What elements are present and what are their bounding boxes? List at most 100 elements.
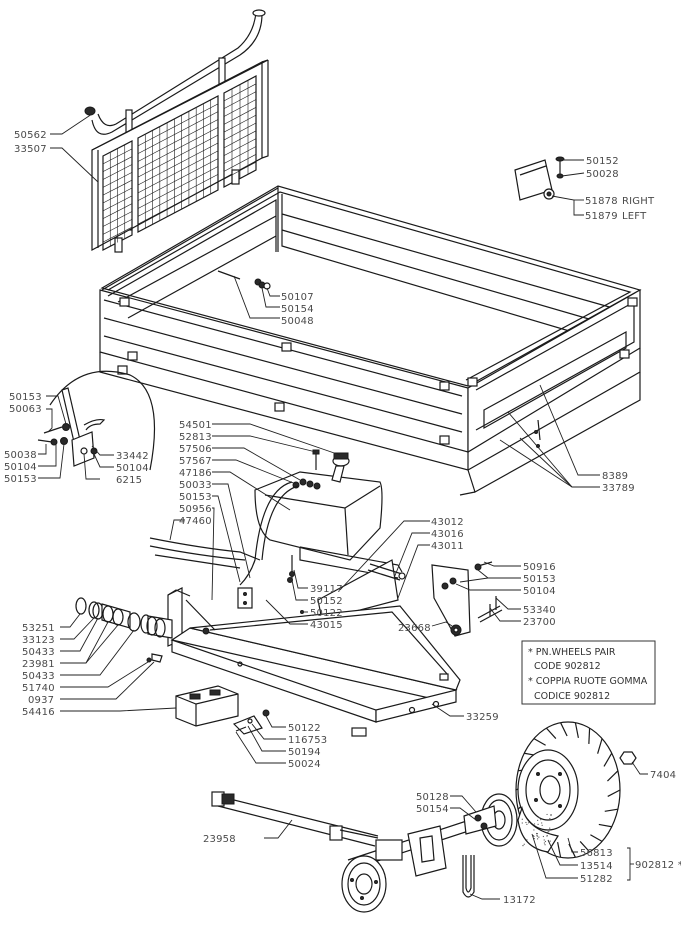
- part-label-side: LEFT: [622, 211, 647, 222]
- wheel: [516, 722, 636, 858]
- tube-speckle: [526, 824, 527, 825]
- part-label: 23958: [203, 834, 236, 845]
- part-label: 50433: [22, 671, 55, 682]
- tube-speckle: [542, 825, 543, 826]
- tube-speckle: [550, 814, 551, 815]
- part-label: 51282: [580, 874, 613, 885]
- pto-seals: [76, 598, 172, 662]
- part-label: 33507: [14, 144, 47, 155]
- tube-speckle: [524, 844, 525, 845]
- part-label: 6215: [116, 475, 142, 486]
- part-label: 56813: [580, 848, 613, 859]
- part-label: 51740: [22, 683, 55, 694]
- note-line-4: CODICE 902812: [534, 691, 610, 702]
- tube-speckle: [539, 817, 540, 818]
- part-label: 33442: [116, 451, 149, 462]
- tube-speckle: [544, 842, 545, 843]
- part-label: 902812 *: [635, 860, 681, 871]
- tube-speckle: [537, 838, 538, 839]
- tube-speckle: [537, 820, 538, 821]
- part-label: 50153: [179, 492, 212, 503]
- part-label: 50104: [4, 462, 37, 473]
- knob-icon: [85, 107, 95, 115]
- body-cleat: [275, 403, 284, 411]
- part-label: 39117: [310, 584, 343, 595]
- part-label: 50122: [310, 608, 343, 619]
- tube-speckle: [544, 839, 545, 840]
- part-label: 51879: [585, 211, 618, 222]
- part-label: 50154: [416, 804, 449, 815]
- body-cleat: [620, 350, 629, 358]
- tube-speckle: [526, 839, 527, 840]
- tube-speckle: [548, 831, 549, 832]
- part-label: 50024: [288, 759, 321, 770]
- body-cleat: [440, 436, 449, 444]
- tube-speckle: [522, 819, 523, 820]
- part-label: 116753: [288, 735, 327, 746]
- tube-speckle: [533, 829, 534, 830]
- part-label: 43015: [310, 620, 343, 631]
- body-cleat: [128, 352, 137, 360]
- part-label: 47186: [179, 468, 212, 479]
- part-label: 50128: [416, 792, 449, 803]
- tube-speckle: [536, 835, 537, 836]
- tube-speckle: [538, 836, 539, 837]
- part-label: 0937: [28, 695, 54, 706]
- tube-speckle: [522, 845, 523, 846]
- part-label: 43016: [431, 529, 464, 540]
- part-label: 50107: [281, 292, 314, 303]
- tube-speckle: [537, 824, 538, 825]
- part-label: 50433: [22, 647, 55, 658]
- part-label: 51878: [585, 196, 618, 207]
- part-label: 52813: [179, 432, 212, 443]
- part-label: 54416: [22, 707, 55, 718]
- body-cleat: [120, 298, 129, 306]
- part-label: 13172: [503, 895, 536, 906]
- tube-speckle: [549, 818, 550, 819]
- part-label: 50152: [586, 156, 619, 167]
- tube-speckle: [547, 832, 548, 833]
- part-label: 54501: [179, 420, 212, 431]
- tube-speckle: [549, 827, 550, 828]
- part-label: 50153: [523, 574, 556, 585]
- part-label: 50104: [523, 586, 556, 597]
- part-label: 23668: [398, 623, 431, 634]
- part-label: 57567: [179, 456, 212, 467]
- part-label: 33259: [466, 712, 499, 723]
- part-label: 50153: [9, 392, 42, 403]
- tube-speckle: [536, 833, 537, 834]
- tube-speckle: [525, 822, 526, 823]
- tube-speckle: [534, 823, 535, 824]
- part-label: 53340: [523, 605, 556, 616]
- part-label: 50122: [288, 723, 321, 734]
- part-label: 50152: [310, 596, 343, 607]
- tube-speckle: [550, 840, 551, 841]
- part-label: 50038: [4, 450, 37, 461]
- tube-speckle: [522, 822, 523, 823]
- part-label: 50048: [281, 316, 314, 327]
- part-label: 43012: [431, 517, 464, 528]
- part-label: 50063: [9, 404, 42, 415]
- tube-speckle: [546, 814, 547, 815]
- mesh-headboard: [85, 10, 268, 252]
- note-line-2: CODE 902812: [534, 661, 601, 672]
- part-label: 23981: [22, 659, 55, 670]
- part-label: 50028: [586, 169, 619, 180]
- tube-speckle: [544, 844, 545, 845]
- part-label: 50154: [281, 304, 314, 315]
- tyre-tread: [589, 728, 590, 744]
- note-line-3: * COPPIA RUOTE GOMMA: [528, 676, 648, 687]
- tube-speckle: [540, 819, 541, 820]
- part-label: 50562: [14, 130, 47, 141]
- pto-shaft: [212, 792, 378, 846]
- part-label: 53251: [22, 623, 55, 634]
- part-label: 50916: [523, 562, 556, 573]
- body-cleat: [468, 378, 477, 386]
- part-label: 13514: [580, 861, 613, 872]
- hinge-plate: [432, 562, 502, 636]
- tube-speckle: [543, 836, 544, 837]
- body-cleat: [628, 298, 637, 306]
- part-label: 50104: [116, 463, 149, 474]
- part-label-side: RIGHT: [622, 196, 655, 207]
